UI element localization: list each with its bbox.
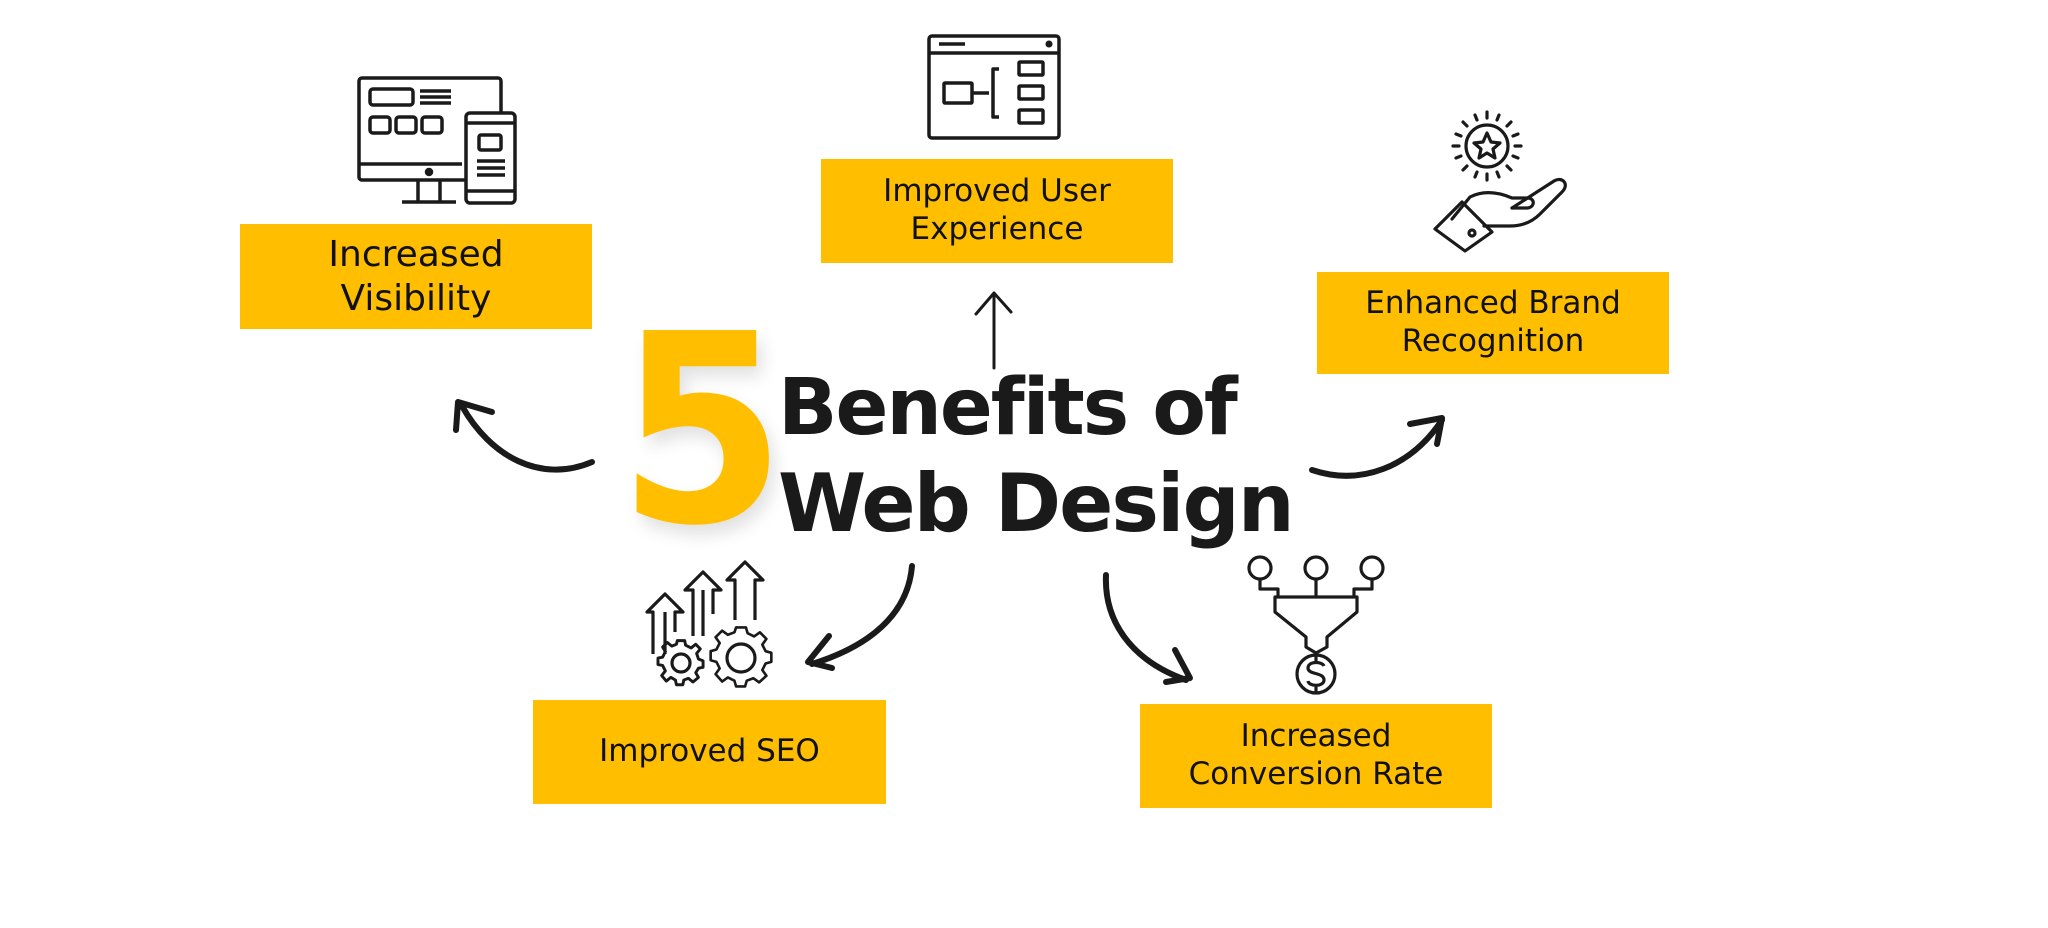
benefit-card-seo: Improved SEO — [533, 700, 886, 804]
benefit-label: Improved SEO — [599, 733, 820, 770]
benefit-label: Enhanced Brand — [1365, 285, 1621, 322]
arrow-to-brand-icon — [1309, 415, 1445, 479]
responsive-devices-icon — [356, 76, 518, 206]
benefit-card-brand-recognition: Enhanced Brand Recognition — [1317, 272, 1669, 374]
growth-gears-icon — [645, 560, 777, 690]
benefit-label: Conversion Rate — [1188, 756, 1444, 792]
benefit-label: Improved User — [883, 173, 1111, 210]
page-title: Benefits of Web Design — [778, 360, 1295, 552]
benefit-label: Experience — [910, 211, 1084, 247]
arrow-to-seo-icon — [805, 563, 915, 671]
benefit-label: Recognition — [1401, 323, 1585, 359]
funnel-dollar-icon — [1246, 553, 1388, 697]
title-number: 5 — [618, 278, 786, 583]
website-layout-icon — [927, 34, 1061, 140]
benefit-card-conversion-rate: Increased Conversion Rate — [1140, 704, 1492, 808]
arrow-to-conversion-icon — [1102, 572, 1193, 685]
benefit-card-user-experience: Improved User Experience — [821, 159, 1173, 263]
title-line-2: Web Design — [778, 457, 1295, 550]
benefit-label: Increased — [1240, 718, 1392, 755]
arrow-to-visibility-icon — [453, 399, 595, 473]
arrow-to-ux-icon — [974, 291, 1013, 370]
benefit-card-visibility: Increased Visibility — [240, 224, 592, 329]
title-line-1: Benefits of — [778, 363, 1238, 453]
benefit-label: Increased — [328, 233, 504, 275]
benefit-label: Visibility — [340, 277, 492, 319]
hand-star-icon — [1432, 104, 1570, 254]
